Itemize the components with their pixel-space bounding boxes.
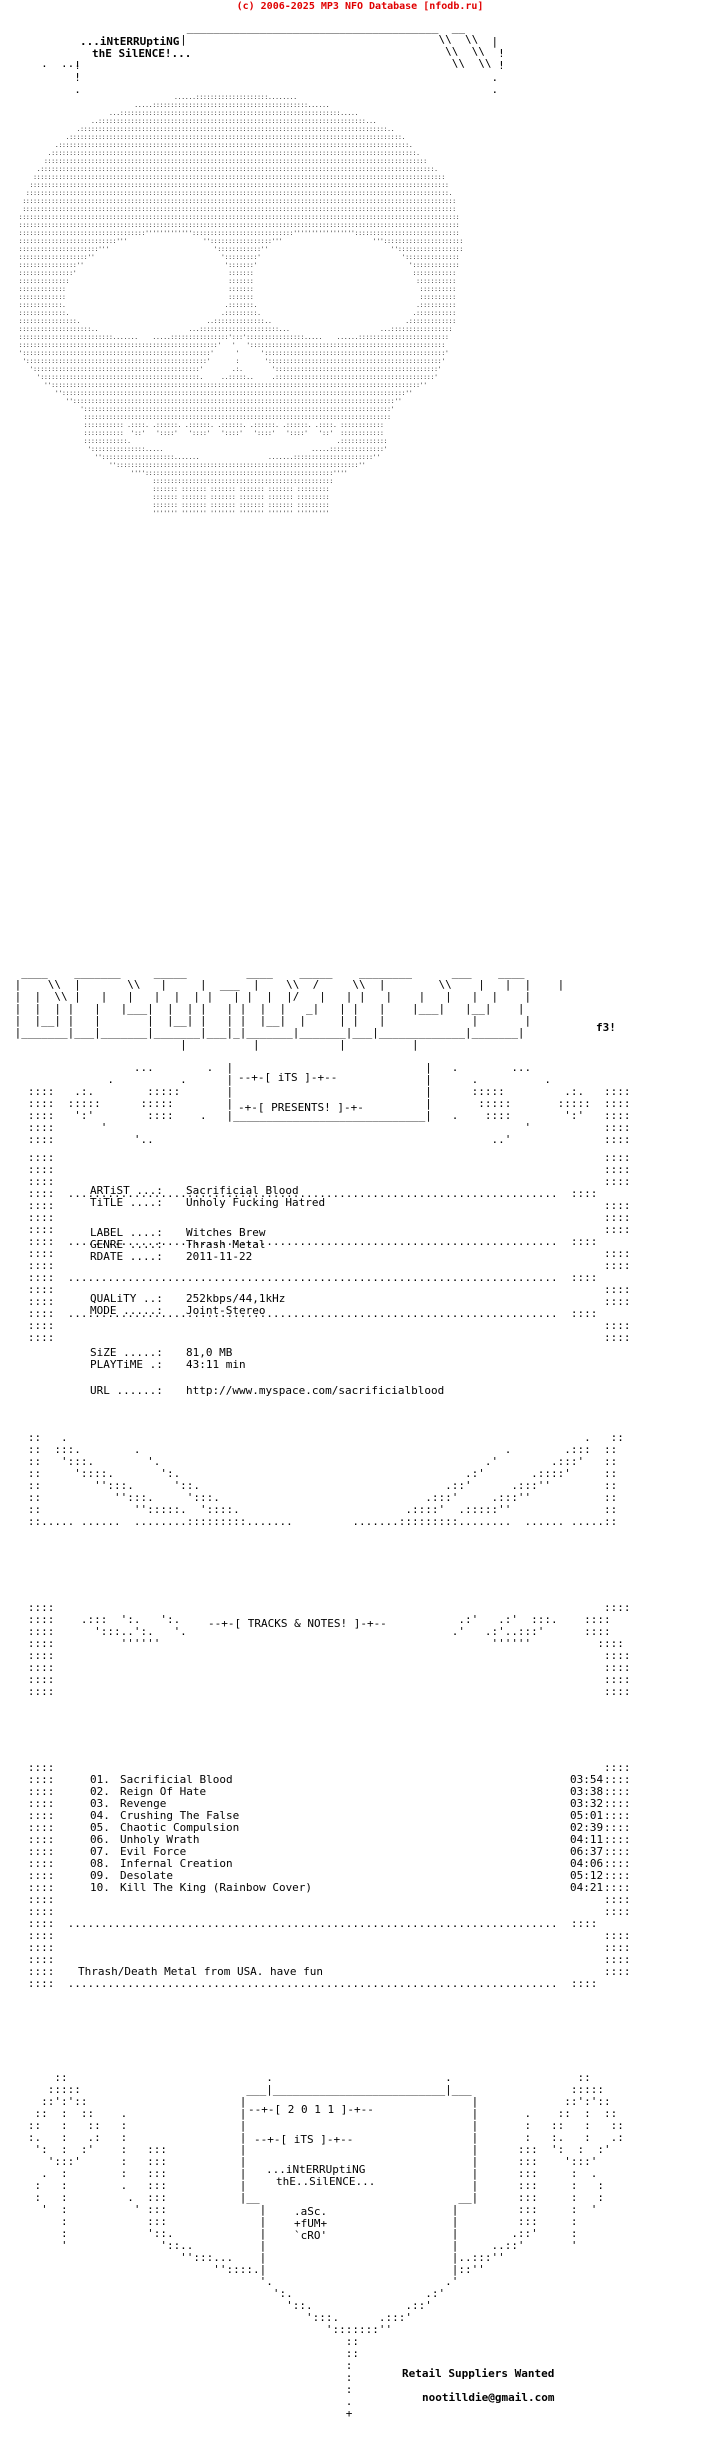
track-01-time: 03:54: [570, 1773, 604, 1786]
artist-label: ARTiST ...:: [90, 1184, 163, 1197]
track-09-time: 05:12: [570, 1869, 604, 1882]
track-03-num: 03.: [90, 1797, 110, 1810]
track-10-title: Kill The King (Rainbow Cover): [120, 1881, 313, 1894]
footer-line-1: ...iNtERRUptiNG: [266, 2163, 366, 2176]
track-03-time: 03:32: [570, 1797, 604, 1810]
presents-frame-art: ... . | | . ... . . | | . . :::: .:. :::…: [27, 1061, 631, 1146]
top-box-art: ______________________________________ _…: [41, 22, 492, 70]
track-08-time: 04:06: [570, 1857, 604, 1870]
credit-fum: +fUM+: [294, 2217, 328, 2230]
footer-line-2: thE..SilENCE...: [276, 2175, 376, 2188]
skull-ascii-art: ......::::::::::::::::::::........ .....…: [18, 94, 464, 517]
rdate-label: RDATE ....:: [90, 1250, 163, 1263]
playtime-value: 43:11 min: [186, 1358, 246, 1371]
tracks-frame-art: :::: :::: :::: :::: ::::: [27, 1761, 631, 1990]
track-10-time: 04:21: [570, 1881, 604, 1894]
track-04-time: 05:01: [570, 1809, 604, 1822]
its-tag: --+-[ iTS ]-+--: [238, 1071, 338, 1084]
track-02-title: Reign Of Hate: [120, 1785, 207, 1798]
track-07-title: Evil Force: [120, 1845, 187, 1858]
nfo-viewer: ______________________________________ _…: [8, 22, 708, 2452]
genre-label: GENRE ....:: [90, 1238, 163, 1251]
track-06-title: Unholy Wrath: [120, 1833, 200, 1846]
track-04-title: Crushing The False: [120, 1809, 240, 1822]
logo-banner-art: ____ _______ _____ ____ _____ ________ _…: [14, 966, 565, 1051]
track-10-num: 10.: [90, 1881, 110, 1894]
info-frame-art: :::: :::: :::: :::: ::::: [27, 1151, 631, 1344]
presents-tag: -+-[ PRESENTS! ]-+-: [238, 1101, 364, 1114]
mode-label: MODE .....:: [90, 1304, 163, 1317]
middle-ornament-art: :: . . :: :: :::. . . .::: :: :: ':::.: [27, 1431, 624, 1528]
release-notes: Thrash/Death Metal from USA. have fun: [78, 1965, 324, 1978]
track-06-time: 04:11: [570, 1833, 604, 1846]
track-09-title: Desolate: [120, 1869, 173, 1882]
track-06-num: 06.: [90, 1833, 110, 1846]
intro-line-2: thE SilENCE!...: [92, 47, 192, 60]
intro-line-1: ...iNtERRUptiNG: [80, 35, 180, 48]
footer-year-tag: --+-[ 2 0 1 1 ]-+--: [248, 2103, 374, 2116]
url-value[interactable]: http://www.myspace.com/sacrificialblood: [186, 1384, 445, 1397]
track-01-num: 01.: [90, 1773, 110, 1786]
genre-value: Thrash Metal: [186, 1238, 266, 1251]
quality-label: QUALiTY ..:: [90, 1292, 163, 1305]
size-value: 81,0 MB: [186, 1346, 233, 1359]
track-01-title: Sacrificial Blood: [120, 1773, 233, 1786]
track-07-time: 06:37: [570, 1845, 604, 1858]
track-09-num: 09.: [90, 1869, 110, 1882]
quality-value: 252kbps/44,1kHz: [186, 1292, 286, 1305]
track-03-title: Revenge: [120, 1797, 167, 1810]
mode-value: Joint-Stereo: [186, 1304, 266, 1317]
credit-cro: `cRO': [294, 2229, 328, 2242]
group-signature: f3!: [596, 1021, 616, 1034]
track-08-num: 08.: [90, 1857, 110, 1870]
track-08-title: Infernal Creation: [120, 1857, 233, 1870]
artist-value: Sacrificial Blood: [186, 1184, 299, 1197]
tracks-header-art: :::: :::: :::: .::: ':. ':. .:' .:' :::.…: [27, 1601, 631, 1698]
label-label: LABEL ....:: [90, 1226, 163, 1239]
track-02-num: 02.: [90, 1785, 110, 1798]
tracks-header: --+-[ TRACKS & NOTES! ]-+--: [208, 1617, 387, 1630]
track-05-time: 02:39: [570, 1821, 604, 1834]
url-label: URL ......:: [90, 1384, 163, 1397]
retail-suppliers-text: Retail Suppliers Wanted: [402, 2367, 555, 2380]
credit-asc: .aSc.: [294, 2205, 328, 2218]
track-02-time: 03:38: [570, 1785, 604, 1798]
title-label: TiTLE ....:: [90, 1196, 163, 1209]
label-value: Witches Brew: [186, 1226, 266, 1239]
playtime-label: PLAYTiME .:: [90, 1358, 163, 1371]
track-04-num: 04.: [90, 1809, 110, 1822]
rdate-value: 2011-11-22: [186, 1250, 253, 1263]
track-05-title: Chaotic Compulsion: [120, 1821, 240, 1834]
copyright-link[interactable]: (c) 2006-2025 MP3 NFO Database [nfodb.ru…: [236, 1, 484, 12]
size-label: SiZE .....:: [90, 1346, 163, 1359]
track-07-num: 07.: [90, 1845, 110, 1858]
footer-its-tag: --+-[ iTS ]-+--: [254, 2133, 354, 2146]
top-box-sides: | ! ! ! !: [74, 35, 505, 96]
track-05-num: 05.: [90, 1821, 110, 1834]
title-value: Unholy Fucking Hatred: [186, 1196, 326, 1209]
footer-frame-art: :: . . :: ::::: ___|____________________…: [27, 2071, 624, 2420]
contact-email[interactable]: nootilldie@gmail.com: [422, 2391, 555, 2404]
